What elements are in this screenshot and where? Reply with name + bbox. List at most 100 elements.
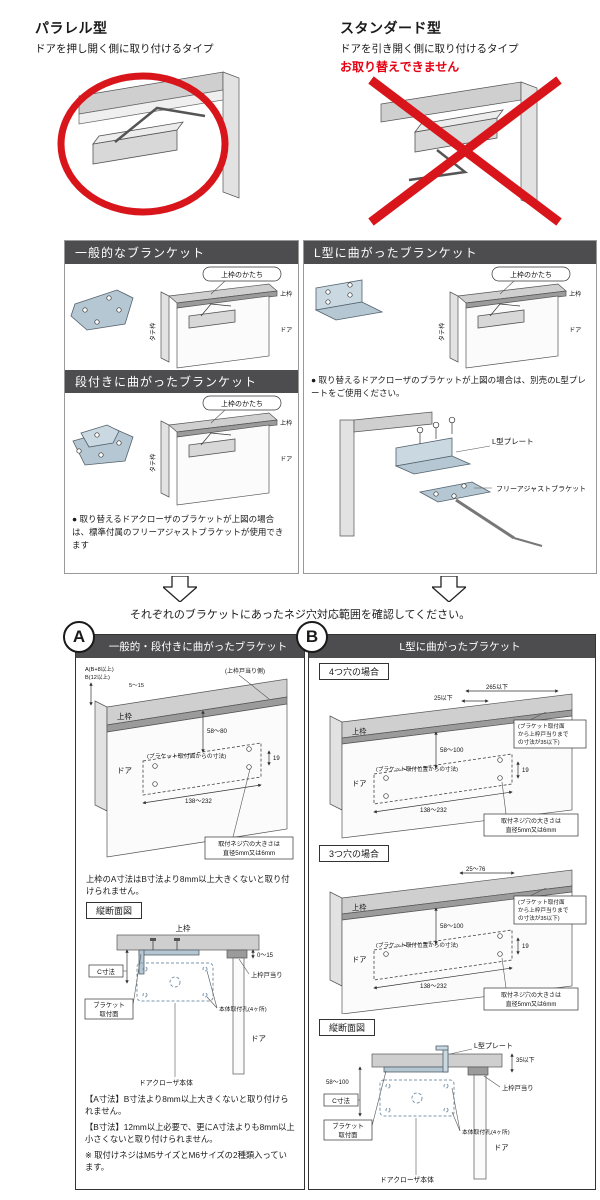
- frame-corner-sketch: 上枠のかたち タテ枠 上枠 ドア: [438, 266, 581, 369]
- mount-note-label: (ブラケット取付位置からの寸法): [376, 941, 458, 949]
- top-frame-label: 上枠: [280, 419, 292, 427]
- dim-0-15-label: 0〜15: [257, 953, 274, 959]
- top-frame-shape-label: 上枠のかたち: [221, 399, 263, 408]
- section-a-notes: 【A寸法】B寸法より8mm以上大きくないと取り付けられません。 【B寸法】12m…: [76, 1089, 304, 1181]
- door-section: [473, 1074, 487, 1180]
- top-frame-shape-label: 上枠のかたち: [510, 270, 552, 279]
- mount-note-label: (ブラケット取付位置からの寸法): [376, 765, 458, 773]
- bracket-hole-area: [373, 929, 513, 981]
- general-bracket-header: 一般的なブランケット: [65, 241, 298, 264]
- standard-type-subtitle: ドアを引き開く側に取り付けるタイプ: [340, 43, 519, 55]
- dim-58-100-label: 58〜100: [440, 923, 464, 930]
- bracket-plate-sketch: [314, 279, 384, 321]
- top-frame-label: 上枠: [176, 923, 191, 933]
- closer-body-ghost: [136, 962, 214, 1002]
- mount-face-label-2: 取付面: [100, 1009, 119, 1018]
- door-stop-label: 上枠戸当り: [502, 1083, 533, 1092]
- frame-corner-sketch: [339, 411, 433, 536]
- frame-door-sketch: [329, 693, 573, 839]
- frame-door-sketch: [329, 869, 573, 1014]
- stop-note-line2: から上枠戸当りまで: [518, 730, 569, 738]
- stop-note-line1: (ブラケット取付面: [518, 898, 565, 906]
- stop-note-line3: の寸法が35以下): [518, 914, 560, 922]
- parallel-type-illustration: [57, 71, 240, 216]
- door-closer-sketch: [78, 71, 240, 199]
- l-plate-label: L型プレート: [474, 1041, 513, 1050]
- door-label: ドア: [569, 327, 581, 334]
- note-a-dimension: 【A寸法】B寸法より8mm以上大きくないと取り付けられません。: [85, 1094, 289, 1117]
- l-plate-section: [383, 1045, 449, 1073]
- dim-138-232-label: 138〜232: [420, 983, 447, 990]
- door-stop-label: 上枠戸当り: [251, 970, 282, 979]
- l-plate-assembly-diagram: L型プレート フリーアジャストブラケット: [339, 411, 586, 547]
- dim-19-label: 19: [522, 768, 529, 774]
- closer-body-label: ドアクローザ本体: [139, 1078, 193, 1087]
- top-frame-label: 上枠: [569, 290, 581, 298]
- dim-19-label: 19: [273, 756, 280, 762]
- l-plate-label: L型プレート: [492, 437, 534, 446]
- closer-body-label: ドアクローザ本体: [380, 1175, 434, 1184]
- section-b-panel: B L型に曲がったブラケット 4つ穴の場合 265以下 25以下 58〜100 …: [296, 621, 596, 1190]
- top-frame-label: 上枠: [352, 903, 366, 912]
- l-bracket-header: L型に曲がったブランケット: [304, 241, 596, 264]
- screw-size-callout: 取付ネジ穴の大きさは 直径5mm又は6mm: [204, 768, 294, 860]
- bracket-types-right-box: L型に曲がったブランケット 上枠のかたち タテ枠 上枠 ドア ● 取り替えるドア…: [303, 240, 597, 574]
- general-bracket-diagram: 上枠のかたち タテ枠 上枠 ドア: [70, 266, 292, 369]
- l-plate-sketch: [394, 437, 472, 474]
- stop-side-note: (上枠戸当り側): [225, 667, 265, 675]
- dim-58-100-label: 58〜100: [440, 747, 464, 754]
- section-a-header: 一般的・段付きに曲がったブラケット: [76, 635, 304, 658]
- red-circle-mark: [57, 72, 229, 216]
- note-b-dimension: 【B寸法】12mm以上必要で、更にA寸法よりも8mm以上小さくないと取り付けられ…: [85, 1121, 295, 1145]
- down-arrow-icon: [432, 576, 466, 602]
- red-x-mark: [368, 76, 562, 226]
- vertical-frame-label: タテ枠: [438, 323, 446, 342]
- stop-distance-callout: (ブラケット取付面 から上枠戸当りまで の寸法が35以下): [513, 887, 587, 925]
- section-b-badge: B: [296, 621, 328, 653]
- top-frame-label: 上枠: [117, 711, 132, 721]
- dim-265-label: 265以下: [486, 684, 508, 691]
- bracket-types-left-box: 一般的なブランケット 上枠のかたち タテ枠 上枠 ドア 段付きに曲がったブランケ…: [64, 240, 299, 574]
- section-b-cross-section-drawing: L型プレート 35以下 58〜100 C寸法 ブラケット 取付面 上枠戸当り 本…: [323, 1041, 535, 1184]
- door-label: ドア: [251, 1034, 266, 1043]
- stop-distance-callout: (ブラケット取付面 から上枠戸当りまで の寸法が35以下): [513, 711, 587, 749]
- dim-35-label: 35以下: [516, 1057, 535, 1064]
- free-adjust-bracket-label: フリーアジャストブラケット: [496, 484, 586, 493]
- mount-note-label: (ブラケット取付面からの寸法): [147, 752, 226, 760]
- dim-5-15-label: 5〜15: [129, 683, 144, 689]
- top-frame-shape-label: 上枠のかたち: [221, 270, 263, 279]
- section-b-header: L型に曲がったブラケット: [309, 635, 595, 658]
- screw-note-line1: 取付ネジ穴の大きさは: [501, 991, 561, 999]
- section-b-cross-section-label: 縦断面図: [319, 1019, 376, 1036]
- screw-size-callout: 取付ネジ穴の大きさは 直径5mm又は6mm: [483, 781, 579, 837]
- parallel-type-subtitle: ドアを押し開く側に取り付けるタイプ: [35, 43, 214, 55]
- dim-25-label: 25以下: [434, 695, 453, 702]
- door-stop-section: [226, 949, 248, 959]
- free-adjust-bracket-sketch: [418, 481, 492, 502]
- right-column-note: ● 取り替えるドアクローザのブラケットが上図の場合は、別売のL型プレートをご使用…: [311, 375, 586, 398]
- standard-type-block: スタンダード型 ドアを引き開く側に取り付けるタイプ お取り替えできません: [340, 18, 595, 75]
- door-label: ドア: [352, 779, 366, 788]
- closer-body-ghost: [379, 1079, 455, 1117]
- door-label: ドア: [280, 327, 292, 334]
- frame-corner-sketch: 上枠のかたち タテ枠 上枠 ドア: [149, 266, 292, 369]
- top-frame-label: 上枠: [352, 727, 366, 736]
- stepped-bracket-diagram: 上枠のかたち タテ枠 上枠 ドア: [72, 395, 292, 506]
- dim-c-label: C寸法: [332, 1096, 350, 1105]
- top-frame-section: [371, 1053, 503, 1068]
- dim-19-label: 19: [522, 944, 529, 950]
- section-a-cross-section-label: 縦断面図: [86, 902, 143, 920]
- body-holes-label: 本体取付孔(4ヶ所): [219, 1005, 267, 1013]
- section-b-three-hole-drawing: 25〜76 58〜100 (ブラケット取付位置からの寸法) 19 138〜232…: [329, 867, 587, 1014]
- vertical-frame-label: タテ枠: [149, 323, 157, 342]
- down-arrow-icon: [163, 576, 197, 602]
- screw-note-line1: 取付ネジ穴の大きさは: [218, 840, 280, 848]
- door-label: ドア: [280, 456, 292, 463]
- section-a-cross-section-drawing: 上枠 0〜15 C寸法 ブラケット 取付面 上枠戸当り 本体取付孔(4ヶ所) ド…: [84, 923, 282, 1087]
- closer-arm-rod: [513, 536, 543, 547]
- dim-c-label: C寸法: [97, 967, 115, 976]
- dim-58-100-label: 58〜100: [326, 1080, 349, 1086]
- dim-58-80-label: 58〜80: [207, 728, 228, 735]
- dim-b-label: B(12以上): [85, 673, 110, 681]
- mount-face-label-1: ブラケット: [332, 1121, 363, 1130]
